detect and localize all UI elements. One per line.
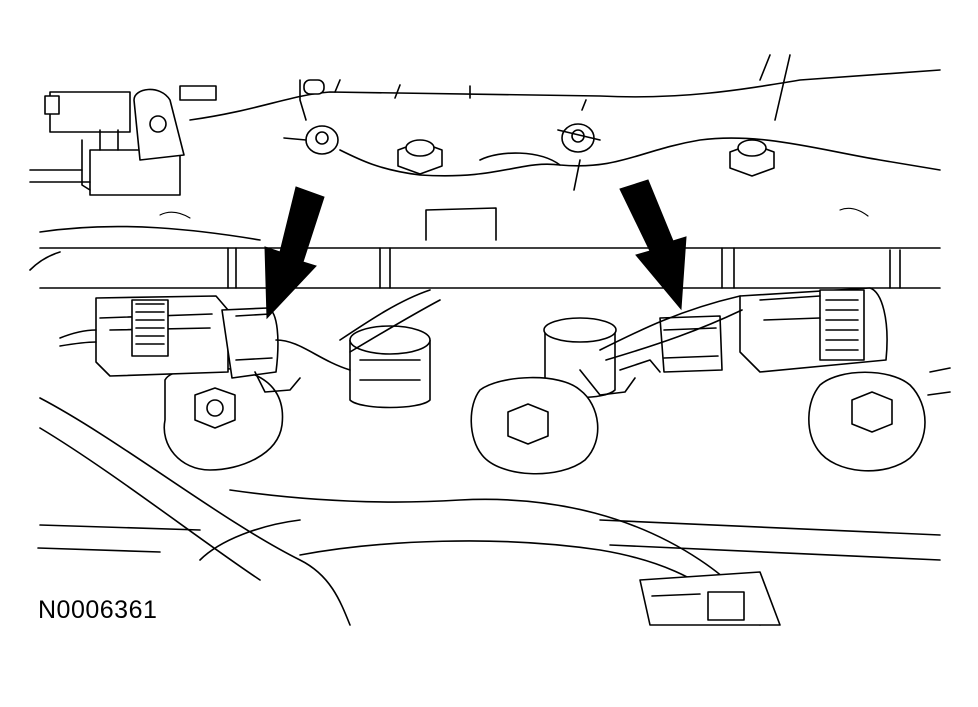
left-injector-connector: [59, 295, 351, 393]
wiring-harness: [339, 289, 441, 353]
right-injector-connector-arrow: [619, 179, 687, 311]
left-injector-connector-arrow: [264, 186, 325, 320]
bolt-left-stud: [283, 79, 339, 155]
fuel-rail: [29, 225, 941, 289]
bottom-connector: [639, 571, 781, 626]
fuel-injectors: [349, 317, 617, 409]
down-arrow-icon: [264, 186, 325, 320]
bolt-right-hex: [729, 139, 775, 177]
figure-id-label: N0006361: [38, 596, 158, 624]
right-injector-connector: [579, 287, 888, 396]
sensor-bracket: [29, 85, 217, 196]
intake-runners: [163, 367, 951, 475]
injector-1: [349, 325, 431, 409]
down-arrow-icon: [619, 179, 687, 311]
bolt-right-stud: [557, 99, 601, 191]
bolt-center-hex: [397, 139, 443, 175]
manifold-bolts: [283, 79, 775, 191]
intake-manifold: [159, 54, 941, 241]
